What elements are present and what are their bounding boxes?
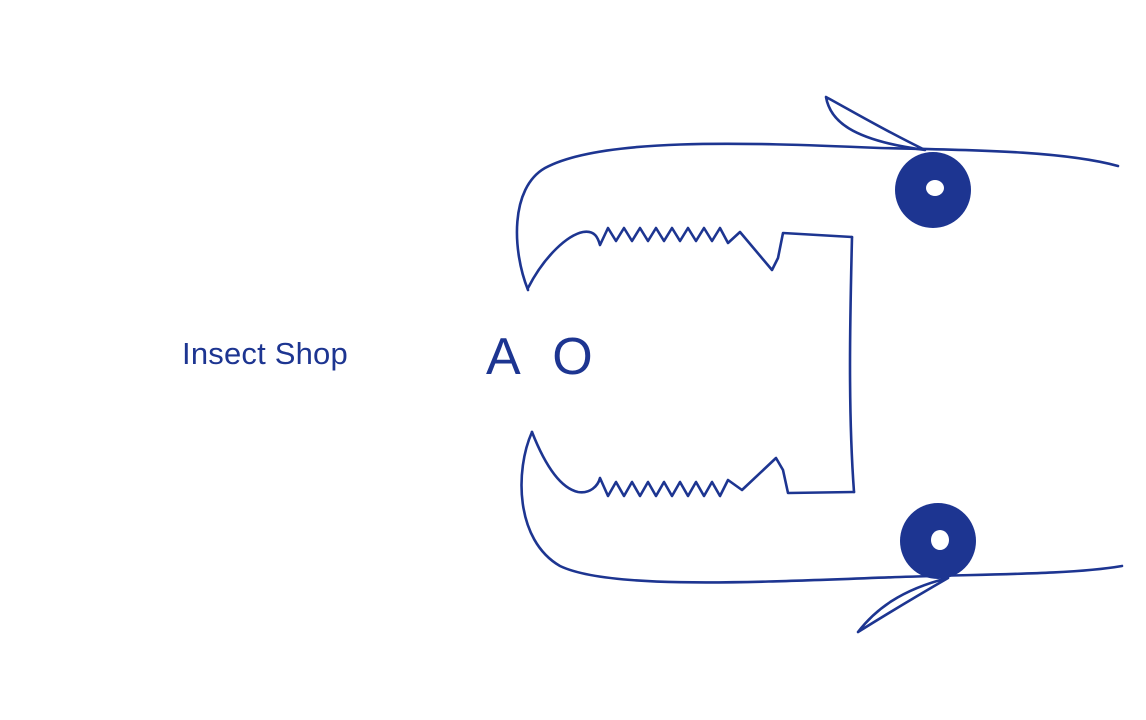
monogram: A O — [486, 328, 603, 386]
lower-head-outline — [520, 430, 1124, 584]
upper-jaw-outline — [526, 226, 854, 290]
upper-head-outline — [515, 142, 1120, 292]
shop-name: Insect Shop — [182, 336, 348, 371]
lower-antenna — [856, 576, 950, 634]
jaw-back-line — [848, 235, 856, 494]
upper-eye-icon — [895, 152, 971, 228]
lower-jaw-outline — [530, 430, 856, 498]
upper-antenna — [824, 95, 927, 152]
lower-eye-icon — [900, 503, 976, 579]
